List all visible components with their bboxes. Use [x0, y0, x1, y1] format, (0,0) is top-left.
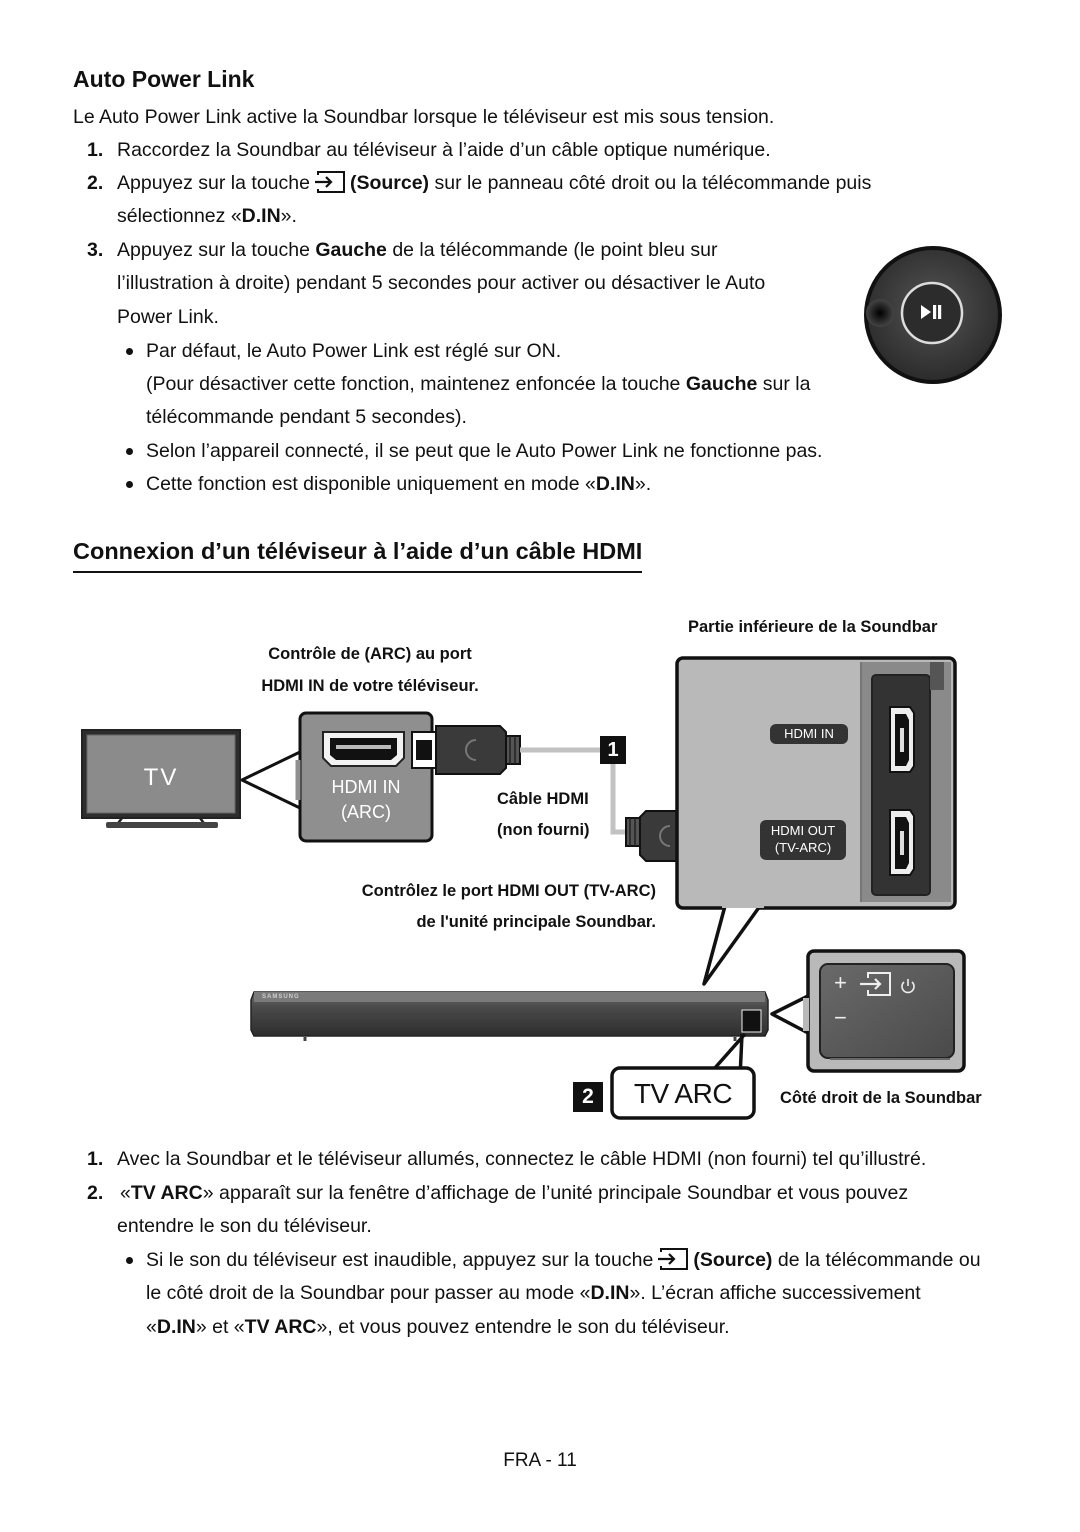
soundbar-brand-logo: SAMSUNG: [262, 994, 300, 1000]
soundbar-port-label-in: HDMI IN: [784, 726, 834, 741]
bullet-text: Cette fonction est disponible uniquement…: [146, 473, 652, 495]
tv-port-name: (ARC): [341, 802, 391, 822]
step-number: 3.: [87, 239, 104, 261]
soundbar-port-label-out: (TV-ARC): [774, 840, 832, 855]
step-text: Appuyez sur la touche(Source) sur le pan…: [117, 171, 872, 194]
hdmi-connection-diagram: [81, 656, 966, 1120]
page-number: FRA - 11: [503, 1450, 577, 1471]
soundbar-bottom-panel: [675, 656, 957, 910]
source-icon: [313, 171, 345, 193]
bullet-dot: [126, 348, 133, 355]
hdmi-cable-plug-tv: [411, 725, 521, 775]
step-number: 1.: [87, 1148, 104, 1170]
step-text-cont: l’illustration à droite) pendant 5 secon…: [117, 272, 766, 294]
step-text: Raccordez la Soundbar au téléviseur à l’…: [117, 139, 771, 161]
auto-power-link-intro: Le Auto Power Link active la Soundbar lo…: [73, 106, 775, 128]
step-text: «TV ARC» apparaît sur la fenêtre d’affic…: [120, 1182, 909, 1204]
step-text: Avec la Soundbar et le téléviseur allumé…: [117, 1148, 927, 1170]
panel-plus: +: [834, 970, 847, 995]
bullet-dot: [126, 481, 133, 488]
soundbar-side-panel: [819, 963, 955, 1060]
left-button-dot: [866, 299, 894, 327]
auto-power-link-heading: Auto Power Link: [73, 66, 255, 92]
bullet-text: Par défaut, le Auto Power Link est réglé…: [146, 340, 562, 362]
remote-control-illustration: [864, 246, 1002, 384]
bullet-text-cont: «D.IN» et «TV ARC», et vous pouvez enten…: [146, 1316, 730, 1338]
source-icon: [860, 972, 891, 996]
diagram-label-tv-port: HDMI IN de votre téléviseur.: [261, 677, 479, 695]
bullet-text: Selon l’appareil connecté, il se peut qu…: [146, 440, 823, 462]
hdmi-section-heading: Connexion d’un téléviseur à l’aide d’un …: [73, 538, 643, 573]
tv-port-name: HDMI IN: [331, 777, 401, 797]
step-number: 1.: [87, 139, 104, 161]
diagram-label-right-side: Côté droit de la Soundbar: [780, 1089, 982, 1107]
bullet-text-cont: le côté droit de la Soundbar pour passer…: [146, 1282, 921, 1304]
tv-hdmi-port: [322, 731, 405, 767]
diagram-label-cable: (non fourni): [497, 821, 590, 839]
play-pause-icon: [921, 305, 942, 319]
diagram-label-soundbar-port: de l'unité principale Soundbar.: [416, 913, 656, 931]
bullet-text: Si le son du téléviseur est inaudible, a…: [146, 1248, 981, 1271]
step-2-badge-text: 2: [582, 1085, 594, 1108]
diagram-label-tv-port: Contrôle de (ARC) au port: [268, 645, 472, 663]
step-number: 2.: [87, 172, 104, 194]
panel-minus: −: [834, 1005, 847, 1030]
step-number: 2.: [87, 1182, 104, 1204]
diagram-label-cable: Câble HDMI: [497, 790, 589, 808]
bullet-dot: [126, 448, 133, 455]
bullet-text-cont: (Pour désactiver cette fonction, mainten…: [146, 373, 811, 395]
step-text: Appuyez sur la touche Gauche de la téléc…: [117, 239, 718, 261]
power-icon: [901, 979, 915, 994]
step-1-badge-text: 1: [607, 739, 619, 761]
bullet-dot: [126, 1257, 133, 1264]
step-text-cont: sélectionnez «D.IN».: [117, 205, 297, 227]
bullet-text-cont: télécommande pendant 5 secondes).: [146, 406, 467, 428]
step-1-badge: [600, 736, 626, 764]
soundbar-illustration: [250, 991, 769, 1041]
diagram-label-bottom-soundbar: Partie inférieure de la Soundbar: [688, 618, 938, 636]
tv-arc-display: TV ARC: [633, 1078, 733, 1109]
tv-screen-label: TV: [143, 764, 179, 791]
tv-illustration: [81, 729, 241, 828]
source-icon: [657, 1248, 689, 1270]
step-text-cont: Power Link.: [117, 306, 219, 328]
step-text-cont: entendre le son du téléviseur.: [117, 1215, 372, 1237]
soundbar-port-label-out: HDMI OUT: [770, 823, 836, 838]
diagram-label-soundbar-port: Contrôlez le port HDMI OUT (TV-ARC): [361, 882, 656, 900]
step-2-badge: [573, 1082, 603, 1112]
